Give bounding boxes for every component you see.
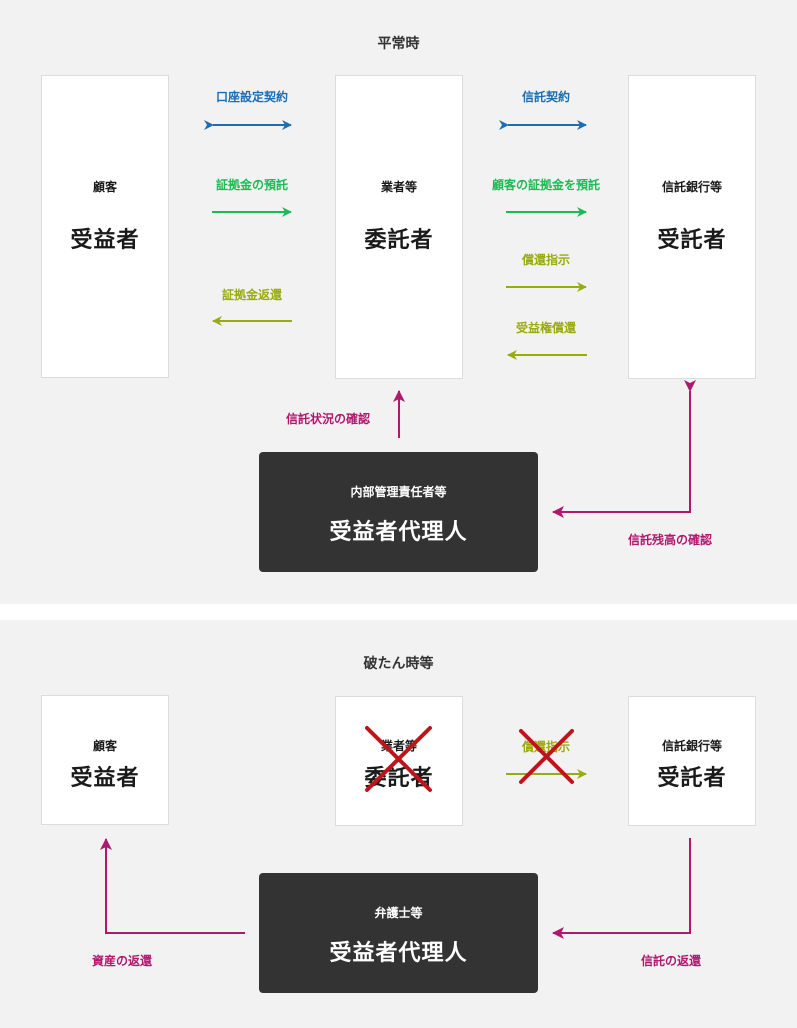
label-return-assets: 資産の返還 <box>91 954 152 968</box>
agent-box-bankrupt: 弁護士等 受益者代理人 <box>259 873 538 993</box>
section-title-bankrupt: 破たん時等 <box>363 656 434 672</box>
customer-name-bankrupt: 受益者 <box>70 766 140 791</box>
section-title-normal: 平常時 <box>377 36 420 52</box>
bankrupt-panel: 破たん時等 顧客 受益者 業者等 委託者 信託銀行等 受託者 弁護士等 受益者代… <box>0 620 797 1028</box>
customer-name: 受益者 <box>70 228 140 253</box>
label-deposit-margin: 証拠金の預託 <box>215 178 288 192</box>
dealer-box-bankrupt: 業者等 委託者 <box>335 696 463 826</box>
label-deposit-customer-margin: 顧客の証拠金を預託 <box>491 178 600 192</box>
normal-panel: 平常時 顧客 受益者 業者等 委託者 信託銀行等 受託者 内部管理責任者等 受益… <box>0 0 797 604</box>
bank-name-bankrupt: 受託者 <box>657 766 727 791</box>
label-return-margin: 証拠金返還 <box>221 288 282 302</box>
dealer-box: 業者等 委託者 <box>335 75 463 379</box>
bank-box-bankrupt: 信託銀行等 受託者 <box>628 696 756 826</box>
bank-box: 信託銀行等 受託者 <box>628 75 756 379</box>
agent-name-bankrupt: 受益者代理人 <box>329 941 468 966</box>
agent-name: 受益者代理人 <box>329 520 468 545</box>
dealer-role-bankrupt: 業者等 <box>380 739 417 753</box>
label-return-trust: 信託の返還 <box>640 954 701 968</box>
agent-role-bankrupt: 弁護士等 <box>374 906 423 920</box>
agent-role: 内部管理責任者等 <box>350 485 447 499</box>
label-trust-contract: 信託契約 <box>521 90 570 104</box>
agent-box: 内部管理責任者等 受益者代理人 <box>259 452 538 572</box>
customer-box-bankrupt: 顧客 受益者 <box>41 695 169 825</box>
bank-role: 信託銀行等 <box>661 180 722 194</box>
label-beneficial-redemption: 受益権償還 <box>515 321 576 335</box>
bank-name: 受託者 <box>657 228 727 253</box>
label-account-contract: 口座設定契約 <box>215 90 288 104</box>
label-confirm-trust-status: 信託状況の確認 <box>285 412 370 426</box>
dealer-role: 業者等 <box>380 180 417 194</box>
customer-box: 顧客 受益者 <box>41 75 169 378</box>
dealer-name: 委託者 <box>364 228 434 253</box>
label-confirm-trust-balance: 信託残高の確認 <box>627 533 712 547</box>
bank-role-bankrupt: 信託銀行等 <box>661 739 722 753</box>
label-redemption-instruction-bankrupt: 償還指示 <box>521 740 570 754</box>
label-redemption-instruction: 償還指示 <box>521 253 570 267</box>
dealer-name-bankrupt: 委託者 <box>364 766 434 791</box>
customer-role-bankrupt: 顧客 <box>92 739 117 753</box>
customer-role: 顧客 <box>92 180 117 194</box>
